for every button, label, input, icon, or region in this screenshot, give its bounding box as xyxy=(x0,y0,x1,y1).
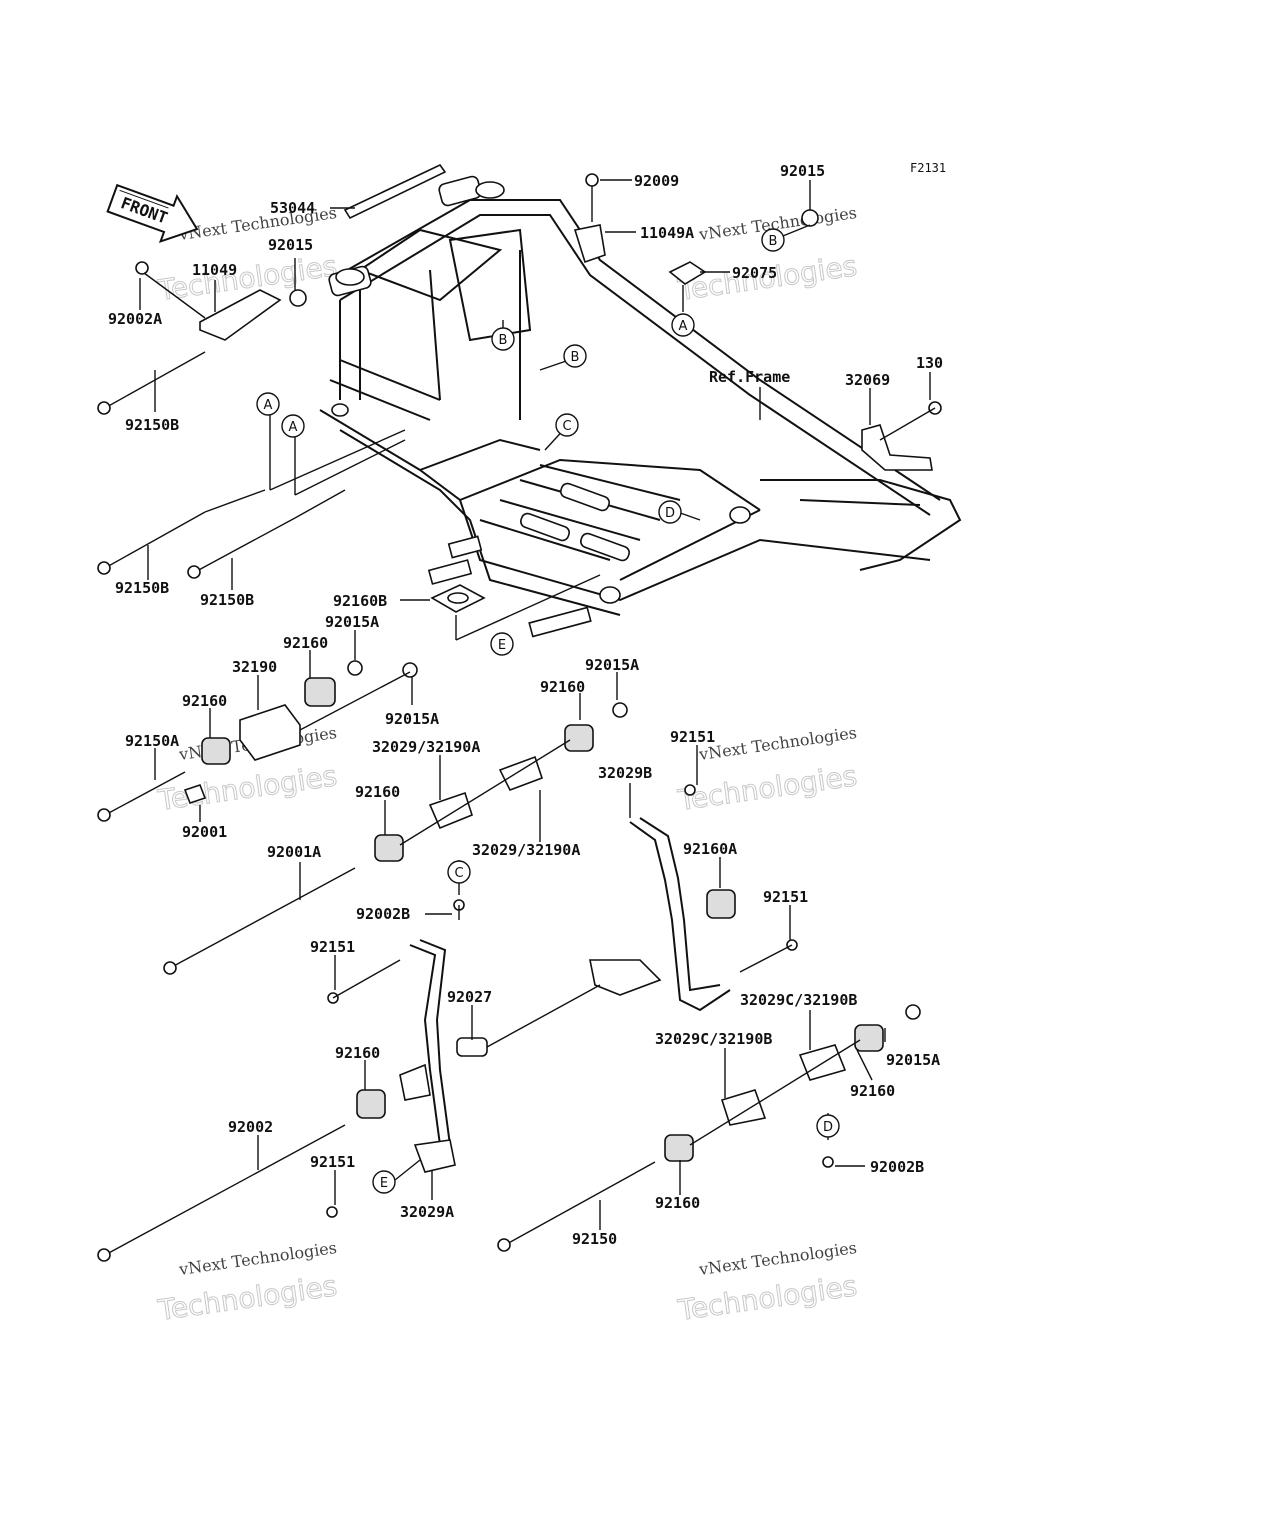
part-label-32190: 32190 xyxy=(232,658,277,676)
watermark-text: Technologies xyxy=(155,759,339,817)
ref-circle-b: B xyxy=(761,228,785,252)
part-label-92150a: 92150A xyxy=(125,732,179,750)
part-label-92015a: 92015A xyxy=(325,613,379,631)
part-label-32029-32190a: 32029/32190A xyxy=(472,841,580,859)
part-label-32029-32190a: 32029/32190A xyxy=(372,738,480,756)
figure-code: F2131 xyxy=(910,161,946,175)
ref-circle-a: A xyxy=(281,414,305,438)
part-label-92151: 92151 xyxy=(763,888,808,906)
ref-circle-a: A xyxy=(256,392,280,416)
svg-text:D: D xyxy=(823,1120,833,1135)
long-bolts-92150b xyxy=(97,351,346,579)
part-label-92009: 92009 xyxy=(634,172,679,190)
part-label-92160: 92160 xyxy=(355,783,400,801)
svg-text:E: E xyxy=(380,1176,388,1191)
part-label-92160: 92160 xyxy=(540,678,585,696)
bracket-11049a xyxy=(573,224,606,264)
part-label-92150: 92150 xyxy=(572,1230,617,1248)
part-label-92002a: 92002A xyxy=(108,310,162,328)
ref-circle-c: C xyxy=(447,860,471,884)
ref-circle-c: C xyxy=(555,413,579,437)
bracket-32069 xyxy=(861,424,933,471)
ref-circle-d: D xyxy=(658,500,682,524)
part-label-92160a: 92160A xyxy=(683,840,737,858)
ref-circle-a: A xyxy=(671,313,695,337)
svg-text:C: C xyxy=(562,419,571,434)
part-label-92151: 92151 xyxy=(670,728,715,746)
mid-assembly xyxy=(97,660,628,975)
part-label-32029c-32190b: 32029C/32190B xyxy=(740,991,857,1009)
part-label-92015a: 92015A xyxy=(385,710,439,728)
part-label-92160: 92160 xyxy=(655,1194,700,1212)
part-label-92015: 92015 xyxy=(780,162,825,180)
part-label-92160: 92160 xyxy=(335,1044,380,1062)
part-label-92160: 92160 xyxy=(283,634,328,652)
mount-tubes xyxy=(97,784,921,1262)
part-label-92015a: 92015A xyxy=(585,656,639,674)
ref-circle-b: B xyxy=(563,344,587,368)
svg-text:A: A xyxy=(264,398,273,413)
part-label-11049: 11049 xyxy=(192,261,237,279)
part-label-92160b: 92160B xyxy=(333,592,387,610)
part-labels: 53044 92009 92015 11049A 92075 92015 110… xyxy=(108,162,943,1248)
part-label-32069: 32069 xyxy=(845,371,890,389)
svg-text:C: C xyxy=(454,866,463,881)
part-label-92027: 92027 xyxy=(447,988,492,1006)
part-label-92150b: 92150B xyxy=(200,591,254,609)
part-label-92001: 92001 xyxy=(182,823,227,841)
leader-lines xyxy=(139,179,931,1230)
part-label-11049a: 11049A xyxy=(640,224,694,242)
main-frame xyxy=(319,163,962,638)
reference-circles: A A A B B B C C D D E E xyxy=(256,228,840,1194)
part-label-92151: 92151 xyxy=(310,1153,355,1171)
part-label-32029c-32190b: 32029C/32190B xyxy=(655,1030,772,1048)
ref-circle-b: B xyxy=(491,327,515,351)
part-label-92001a: 92001A xyxy=(267,843,321,861)
part-label-53044: 53044 xyxy=(270,199,315,217)
svg-text:B: B xyxy=(499,333,508,348)
watermark-text: vNext Technologies xyxy=(697,723,858,764)
part-label-92160: 92160 xyxy=(182,692,227,710)
part-label-92075: 92075 xyxy=(732,264,777,282)
part-label-92002: 92002 xyxy=(228,1118,273,1136)
svg-text:E: E xyxy=(498,638,506,653)
ref-circle-e: E xyxy=(372,1170,396,1194)
ref-circle-d: D xyxy=(816,1114,840,1138)
part-label-92150b: 92150B xyxy=(115,579,169,597)
part-label-92160: 92160 xyxy=(850,1082,895,1100)
ref-circle-e: E xyxy=(490,632,514,656)
part-label-32029a: 32029A xyxy=(400,1203,454,1221)
part-label-92002b: 92002B xyxy=(870,1158,924,1176)
part-label-92150b: 92150B xyxy=(125,416,179,434)
part-label-130: 130 xyxy=(916,354,943,372)
svg-text:A: A xyxy=(679,319,688,334)
part-label-92015: 92015 xyxy=(268,236,313,254)
svg-text:B: B xyxy=(769,234,778,249)
part-label-92002b: 92002B xyxy=(356,905,410,923)
svg-text:D: D xyxy=(665,506,675,521)
part-label-32029b: 32029B xyxy=(598,764,652,782)
ref-frame-label: Ref.Frame xyxy=(709,368,790,386)
part-label-92151: 92151 xyxy=(310,938,355,956)
svg-text:A: A xyxy=(289,420,298,435)
svg-text:B: B xyxy=(571,350,580,365)
bracket-11049 xyxy=(199,289,282,341)
watermark-text: Technologies xyxy=(675,759,859,817)
part-label-92015a: 92015A xyxy=(886,1051,940,1069)
